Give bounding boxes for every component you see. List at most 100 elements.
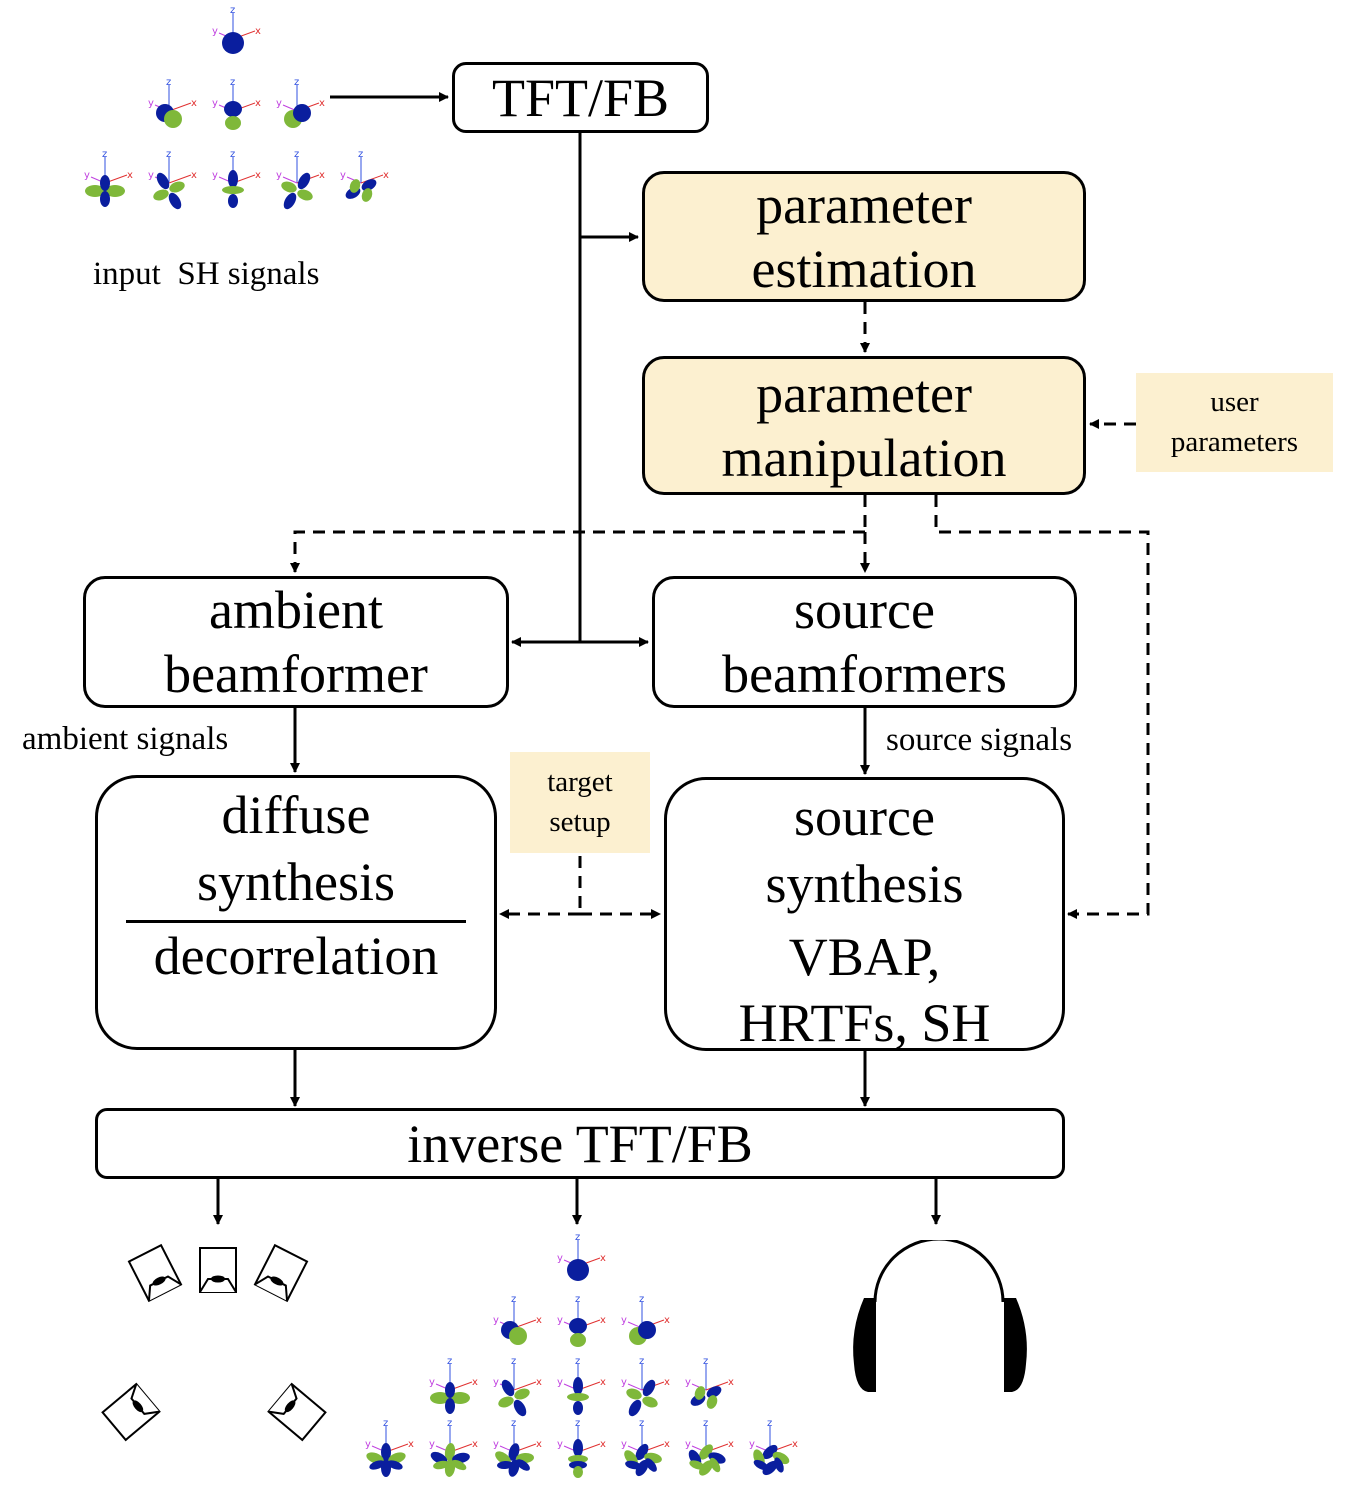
sh-lobe [628, 1399, 642, 1417]
parameter-estimation-line1: parameter [756, 174, 972, 235]
axis-label: x [472, 1439, 478, 1450]
sh-lobe [361, 179, 377, 191]
sh-lobe [168, 192, 182, 210]
sh-lobe [573, 1439, 583, 1457]
parameter-estimation-line2: estimation [751, 238, 977, 299]
diffuse-synthesis-block: diffuse synthesis decorrelation [95, 775, 497, 1050]
ambient-signals-label: ambient signals [22, 721, 229, 757]
axis-label: z [575, 1356, 580, 1367]
axis-label: y [84, 170, 90, 181]
source-beamformers-line1: source [794, 580, 935, 640]
axis-label: x [255, 26, 261, 37]
sh-basis-icon: zxy [212, 5, 261, 54]
source-signals-label: source signals [886, 722, 1073, 758]
sh-lobe [445, 1398, 455, 1414]
inverse-tft-fb-block: inverse TFT/FB [95, 1108, 1065, 1179]
tft-fb-label: TFT/FB [491, 67, 670, 128]
axis-label: z [575, 1418, 580, 1429]
axis-label: z [767, 1418, 772, 1429]
sh-lobe [762, 1460, 778, 1476]
axis-label: z [447, 1418, 452, 1429]
sh-lobe [224, 101, 242, 117]
sh-lobe [297, 172, 311, 190]
sh-basis-icon: zxy [493, 1356, 542, 1417]
input-sh-label: input SH signals [93, 256, 320, 292]
axis-label: y [429, 1439, 435, 1450]
sh-lobe [567, 1393, 589, 1401]
sh-lobe [293, 104, 311, 122]
sh-lobe [225, 116, 241, 130]
axis-label: x [319, 98, 325, 109]
axis-label: x [792, 1439, 798, 1450]
sh-basis-icon: z x y [84, 149, 133, 207]
axis-label: z [166, 149, 171, 160]
sh-lobe [156, 172, 170, 190]
target-setup-note: target setup [510, 752, 650, 853]
sh-lobe [85, 185, 105, 197]
axis-label: z [639, 1418, 644, 1429]
axis-label: y [685, 1439, 691, 1450]
sh-lobe [228, 194, 238, 208]
sh-lobe [706, 1386, 722, 1398]
source-beamformers-block: source beamformers [652, 576, 1077, 708]
axis-label: x [191, 98, 197, 109]
sh-basis-icon: zxy [340, 149, 389, 202]
source-beamformers-line2: beamformers [722, 644, 1007, 704]
axis-label: x [472, 1377, 478, 1388]
axis-label: y [212, 170, 218, 181]
axis-label: y [429, 1377, 435, 1388]
dashed-arrow-manip-to-ambient-bf [290, 530, 865, 573]
axis-label: y [148, 98, 154, 109]
axis-label: z [230, 149, 235, 160]
axis-label: x [536, 1315, 542, 1326]
sh-lobe [361, 188, 373, 202]
sh-lobe [694, 1386, 706, 1400]
sh-basis-icon: zxy [148, 77, 197, 128]
axis-label: y [212, 26, 218, 37]
axis-label: x [127, 170, 133, 181]
inverse-tft-fb-label: inverse TFT/FB [407, 1113, 753, 1174]
axis-label: x [255, 170, 261, 181]
sh-basis-icon: zxy [685, 1356, 734, 1409]
user-parameters-line1: user [1210, 386, 1259, 419]
sh-lobe [222, 32, 244, 54]
axis-label: z [102, 149, 107, 160]
axis-label: y [340, 170, 346, 181]
sh-lobe [164, 110, 182, 128]
axis-label: z [575, 1232, 580, 1243]
axis-label: z [383, 1418, 388, 1429]
ambient-beamformer-block: ambient beamformer [83, 576, 509, 708]
headphones-icon [853, 1240, 1027, 1392]
sh-basis-icon: zxy [685, 1418, 734, 1476]
sh-lobe [642, 1379, 656, 1397]
sh-lobe [281, 181, 297, 193]
sh-lobe [445, 1382, 455, 1398]
sh-lobe [509, 1327, 527, 1345]
sh-lobe [501, 1379, 515, 1397]
axis-label: z [511, 1356, 516, 1367]
sh-lobe [642, 1396, 658, 1408]
sh-lobe [699, 1444, 713, 1460]
sh-lobe [567, 1259, 589, 1281]
axis-label: y [148, 170, 154, 181]
sh-lobe [568, 1455, 588, 1463]
axis-label: z [230, 77, 235, 88]
axis-label: y [621, 1315, 627, 1326]
axis-label: y [212, 98, 218, 109]
diffuse-synthesis-method: decorrelation [153, 926, 439, 986]
sh-basis-icon: zxy [621, 1418, 670, 1477]
sh-basis-icon: zxy [493, 1294, 542, 1345]
axis-label: y [621, 1439, 627, 1450]
dashed-arrow-manip-to-source-syn [934, 495, 1150, 919]
loudspeaker-array-icon [101, 1243, 327, 1442]
loudspeaker-icon [267, 1382, 327, 1442]
source-synthesis-method-line1: VBAP, [788, 927, 941, 987]
sh-basis-icon: zxy [429, 1356, 478, 1414]
sh-lobe [706, 1395, 718, 1409]
sh-lobe [153, 189, 169, 201]
sh-lobe [513, 1399, 527, 1417]
sh-lobe [762, 1444, 778, 1460]
axis-label: y [621, 1377, 627, 1388]
sh-lobe [573, 1401, 583, 1415]
